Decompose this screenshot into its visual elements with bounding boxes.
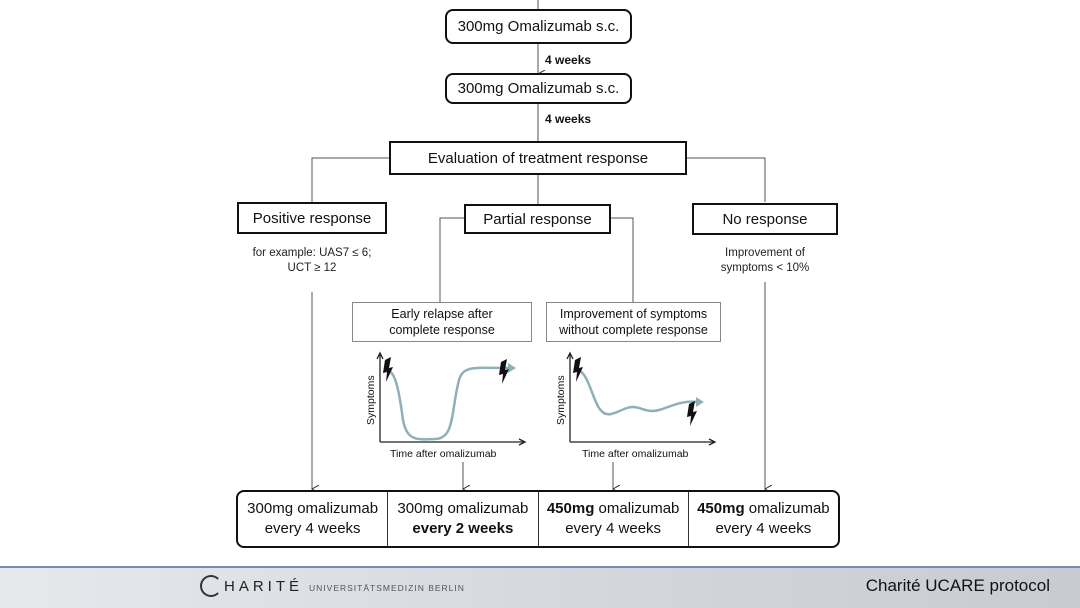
footer-divider — [0, 566, 1080, 568]
improvement-line2: without complete response — [559, 323, 708, 337]
improvement-box: Improvement of symptoms without complete… — [546, 302, 721, 342]
partial-response-box: Partial response — [464, 204, 611, 234]
interval-label-1: 4 weeks — [545, 53, 592, 67]
improvement-ylabel: Symptoms — [555, 375, 567, 425]
dosing-outcomes-table: 300mg omalizumab every 4 weeks 300mg oma… — [236, 490, 840, 548]
outcome-cell-4: 450mg omalizumab every 4 weeks — [687, 492, 838, 546]
outcome-cell-1: 300mg omalizumab every 4 weeks — [238, 492, 387, 546]
outcome-cell-3: 450mg omalizumab every 4 weeks — [537, 492, 688, 546]
outcome-3-line1-bold: 450mg — [546, 500, 595, 517]
outcome-2-line2-bold: every 2 weeks — [412, 520, 514, 537]
early-relapse-box: Early relapse after complete response — [352, 302, 532, 342]
early-relapse-curve — [384, 366, 511, 441]
early-relapse-xlabel: Time after omalizumab — [390, 448, 497, 460]
improvement-curve — [574, 368, 701, 416]
outcome-3-line2: every 4 weeks — [565, 520, 662, 537]
outcome-4-line1-bold: 450mg — [697, 500, 745, 517]
charite-logo-subtitle: UNIVERSITÄTSMEDIZIN BERLIN — [309, 582, 465, 593]
no-response-box: No response — [692, 203, 838, 235]
protocol-title: Charité UCARE protocol — [865, 576, 1050, 595]
charite-logo-c-icon — [200, 575, 222, 597]
outcome-4-line2: every 4 weeks — [715, 520, 812, 537]
footer-bar — [0, 566, 1080, 608]
injection-icon — [687, 401, 697, 426]
outcome-cell-2: 300mg omalizumab every 2 weeks — [387, 492, 537, 546]
outcome-1-line1: 300mg omalizumab — [247, 500, 379, 517]
injection-icon — [383, 357, 393, 382]
early-relapse-ylabel: Symptoms — [365, 375, 377, 425]
no-response-note: Improvement of symptoms < 10% — [690, 246, 840, 276]
no-response-note-line2: symptoms < 10% — [720, 262, 810, 274]
dose-box-1: 300mg Omalizumab s.c. — [445, 9, 632, 44]
injection-icon — [499, 359, 509, 384]
injection-icon — [573, 357, 583, 382]
early-relapse-line2: complete response — [389, 323, 495, 337]
charite-logo-name: HARITÉ — [224, 577, 304, 595]
early-relapse-curve-graph — [376, 351, 527, 446]
improvement-line1: Improvement of symptoms — [559, 307, 708, 321]
evaluation-box: Evaluation of treatment response — [389, 141, 687, 175]
positive-note-line2: UCT ≥ 12 — [287, 262, 337, 274]
outcome-4-line1: omalizumab — [744, 500, 830, 517]
outcome-3-line1: omalizumab — [594, 500, 680, 517]
interval-label-2: 4 weeks — [545, 112, 592, 126]
positive-response-box: Positive response — [237, 202, 387, 234]
improvement-curve-graph — [566, 351, 717, 446]
improvement-xlabel: Time after omalizumab — [582, 448, 689, 460]
outcome-2-line1: 300mg omalizumab — [397, 500, 529, 517]
outcome-1-line2: every 4 weeks — [264, 520, 361, 537]
no-response-note-line1: Improvement of — [725, 247, 805, 259]
early-relapse-line1: Early relapse after — [391, 307, 493, 321]
positive-note-line1: for example: UAS7 ≤ 6; — [252, 247, 372, 259]
dose-box-2: 300mg Omalizumab s.c. — [445, 73, 632, 104]
positive-response-note: for example: UAS7 ≤ 6; UCT ≥ 12 — [232, 246, 392, 276]
charite-logo: HARITÉ UNIVERSITÄTSMEDIZIN BERLIN — [200, 573, 465, 599]
